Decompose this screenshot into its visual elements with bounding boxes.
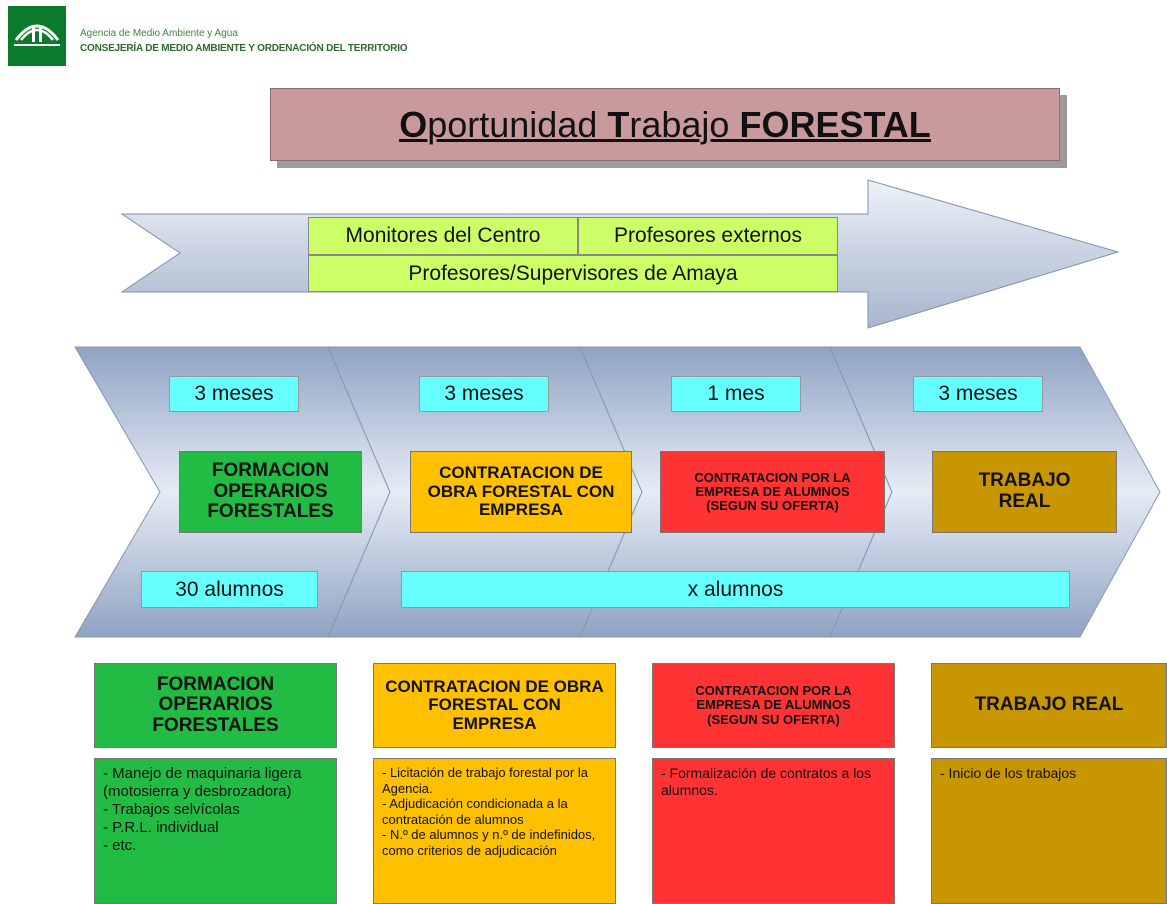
duration-1: 3 meses [169, 376, 299, 412]
detail-3-header: CONTRATACION POR LA EMPRESA DE ALUMNOS (… [652, 663, 895, 748]
profesores-externos-cell: Profesores externos [578, 217, 838, 255]
ministry-name: CONSEJERÍA DE MEDIO AMBIENTE Y ORDENACIÓ… [80, 43, 408, 54]
detail-2-header: CONTRATACION DE OBRA FORESTAL CON EMPRES… [373, 663, 616, 748]
stage-1-box: FORMACION OPERARIOS FORESTALES [179, 451, 362, 533]
title-word: Oportunidad [399, 103, 598, 145]
duration-2: 3 meses [419, 376, 549, 412]
title-word: Trabajo [607, 103, 730, 145]
supervisores-cell: Profesores/Supervisores de Amaya [308, 255, 838, 292]
stage-4-box: TRABAJO REAL [932, 451, 1117, 533]
students-initial: 30 alumnos [141, 571, 318, 608]
detail-2-body: - Licitación de trabajo forestal por la … [373, 758, 616, 904]
page-title: Oportunidad Trabajo FORESTAL [270, 88, 1060, 161]
detail-1-body: - Manejo de maquinaria ligera (motosierr… [94, 758, 337, 904]
detail-4-header: TRABAJO REAL [931, 663, 1167, 748]
duration-3: 1 mes [671, 376, 801, 412]
students-later: x alumnos [401, 571, 1070, 608]
agency-name: Agencia de Medio Ambiente y Agua [80, 28, 238, 39]
stage-3-box: CONTRATACION POR LA EMPRESA DE ALUMNOS (… [660, 451, 885, 533]
detail-4-body: - Inicio de los trabajos [931, 758, 1167, 904]
junta-logo-icon [8, 6, 66, 66]
logo [8, 6, 66, 66]
detail-3-body: - Formalización de contratos a los alumn… [652, 758, 895, 904]
title-word: FORESTAL [739, 103, 931, 145]
monitores-cell: Monitores del Centro [308, 217, 578, 255]
duration-4: 3 meses [913, 376, 1043, 412]
stage-2-box: CONTRATACION DE OBRA FORESTAL CON EMPRES… [410, 451, 632, 533]
detail-1-header: FORMACION OPERARIOS FORESTALES [94, 663, 337, 748]
